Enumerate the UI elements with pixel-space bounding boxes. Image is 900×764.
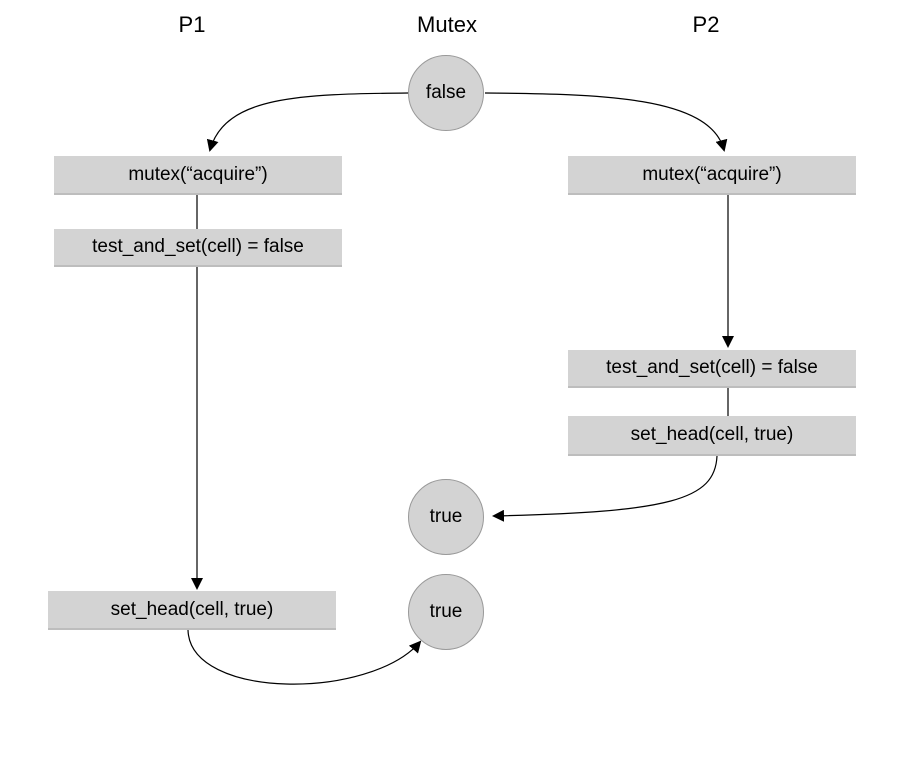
p2-test-box: test_and_set(cell) = false (568, 350, 856, 388)
p1-acquire-box: mutex(“acquire”) (54, 156, 342, 195)
edge-mutex-to-p1-acquire (206, 92, 409, 152)
edge-mutex-to-p2-acquire (484, 92, 728, 152)
mutex-state-initial: false (408, 55, 484, 131)
p1-set-head-box: set_head(cell, true) (48, 591, 336, 630)
edge-p2-set-head-to-mutex (492, 455, 718, 522)
p2-acquire-box: mutex(“acquire”) (568, 156, 856, 195)
p1-test-box: test_and_set(cell) = false (54, 229, 342, 267)
mutex-state-after-p1: true (408, 574, 484, 650)
column-title-mutex: Mutex (417, 12, 477, 37)
column-title-p1: P1 (178, 12, 206, 37)
column-title-p2: P2 (692, 12, 720, 37)
edge-p1-set-head-to-mutex (187, 629, 422, 685)
mutex-state-after-p2: true (408, 479, 484, 555)
p2-set-head-box: set_head(cell, true) (568, 416, 856, 456)
